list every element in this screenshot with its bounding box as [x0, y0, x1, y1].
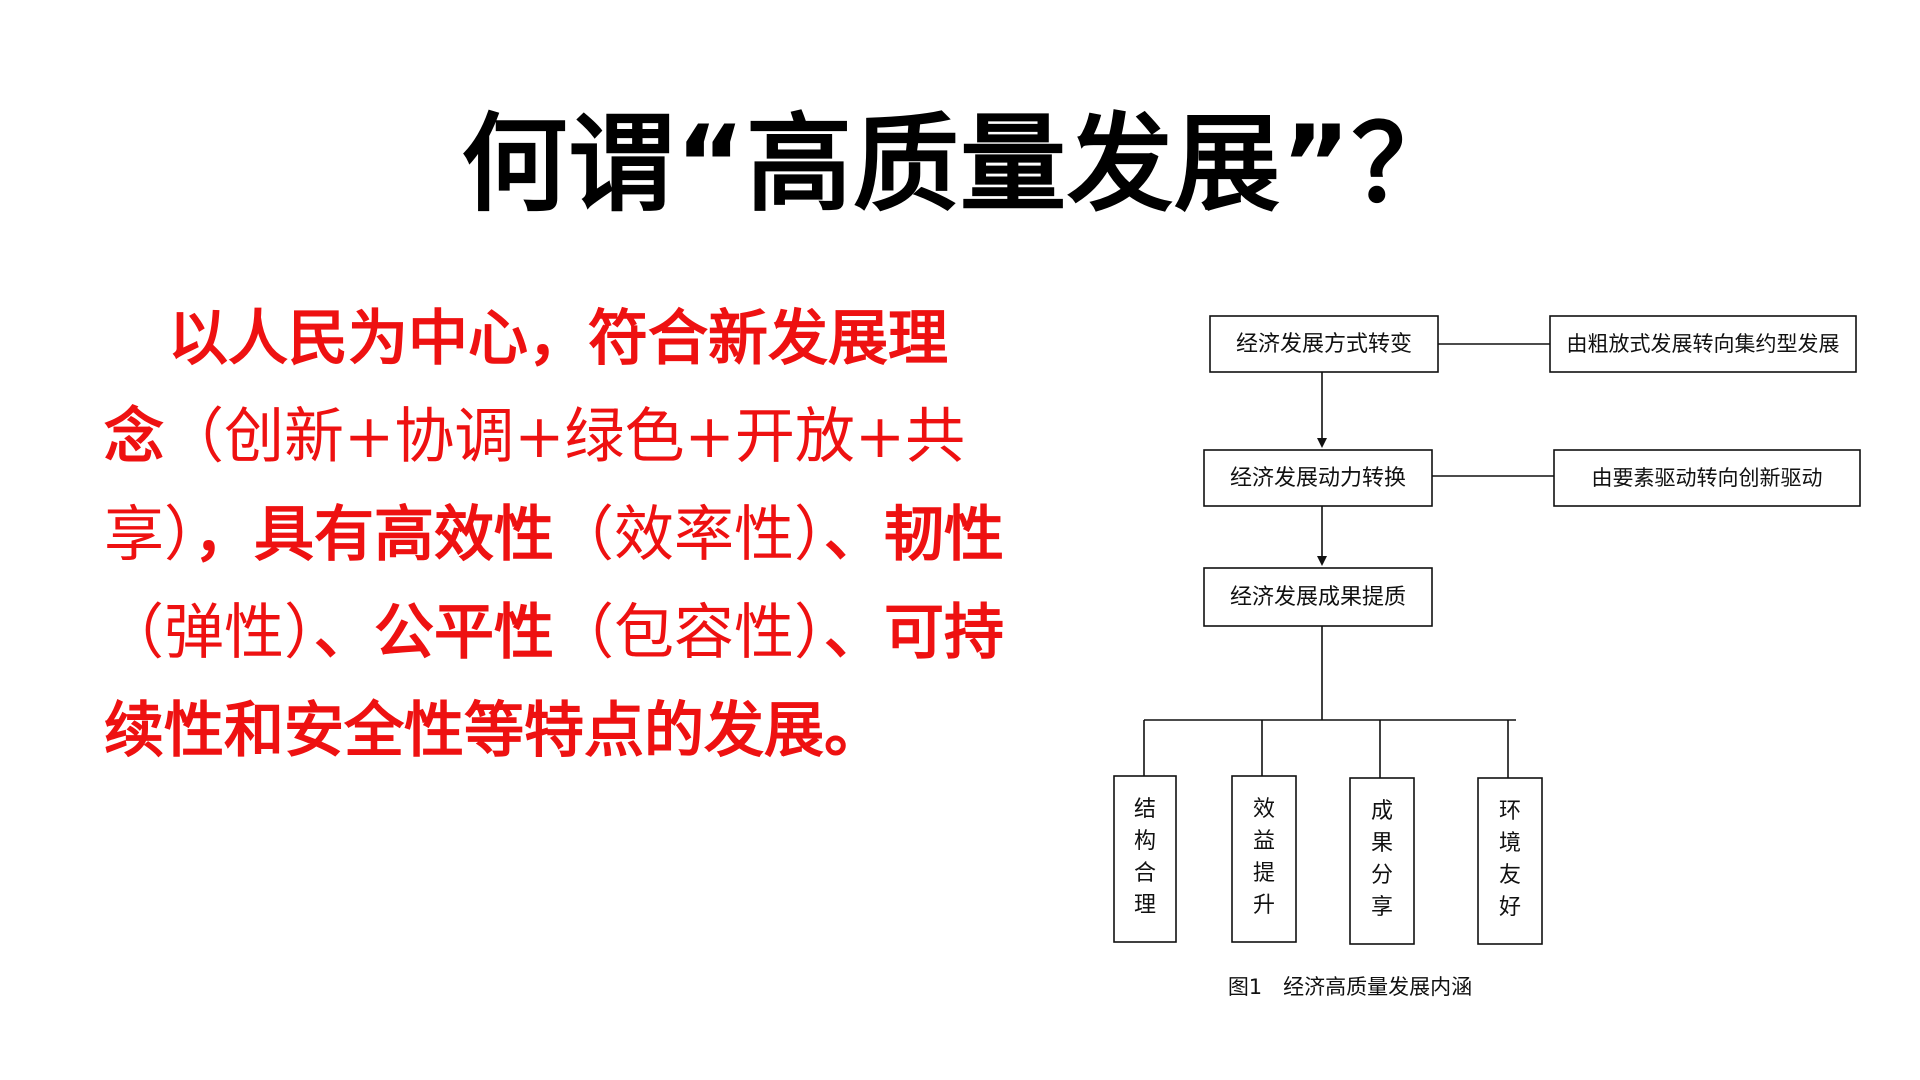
body-segment: （弹性） — [104, 598, 314, 668]
bottom-box-char: 好 — [1499, 895, 1521, 920]
body-segment: 以人民为中心，符合新发展理念 — [104, 304, 948, 472]
slide-title: 何谓“高质量发展”？ — [461, 103, 1459, 226]
bottom-box-char: 成 — [1371, 799, 1393, 824]
bottom-box: 环 境 友 好 — [1477, 777, 1543, 945]
body-segment: （效率性） — [554, 500, 824, 570]
bottom-box-char: 境 — [1499, 831, 1521, 856]
diagram-caption: 图1 经济高质量发展内涵 — [1228, 975, 1472, 999]
bottom-box-char: 合 — [1134, 861, 1156, 886]
bottom-box: 成 果 分 享 — [1349, 777, 1415, 945]
bottom-box-char: 结 — [1134, 797, 1156, 822]
body-text: 以人民为中心，符合新发展理念（创新+协调+绿色+开放+共享），具有高效性（效率性… — [104, 290, 1004, 780]
bottom-box: 结 构 合 理 — [1113, 775, 1177, 943]
bottom-box-char: 分 — [1371, 863, 1393, 888]
main-box-label: 经济发展方式转变 — [1236, 332, 1412, 357]
body-segment: 、可持续性和安全性等特点的发展。 — [104, 598, 1004, 766]
bottom-box-char: 享 — [1371, 895, 1393, 920]
main-box-label: 经济发展成果提质 — [1230, 585, 1406, 610]
body-segment: （创新+协调+绿色+开放+共享） — [104, 402, 966, 570]
main-box: 经济发展方式转变 — [1209, 315, 1439, 373]
bottom-box: 效 益 提 升 — [1231, 775, 1297, 943]
bottom-box-char: 提 — [1253, 861, 1275, 886]
main-box: 经济发展成果提质 — [1203, 567, 1433, 627]
bottom-box-char: 益 — [1253, 829, 1275, 854]
side-box: 由要素驱动转向创新驱动 — [1553, 449, 1861, 507]
flow-diagram: 经济发展方式转变 经济发展动力转换 经济发展成果提质 由粗放式发展转向集约型发展… — [1113, 315, 1861, 999]
bottom-box-char: 果 — [1371, 831, 1393, 856]
bottom-box-char: 构 — [1134, 829, 1156, 854]
body-segment: 、韧性 — [824, 500, 1004, 570]
side-box-label: 由粗放式发展转向集约型发展 — [1567, 332, 1840, 356]
bottom-box-char: 友 — [1499, 863, 1521, 888]
bottom-box-char: 理 — [1134, 893, 1156, 918]
main-box-label: 经济发展动力转换 — [1230, 466, 1406, 491]
side-box-label: 由要素驱动转向创新驱动 — [1592, 466, 1823, 490]
bottom-box-char: 环 — [1499, 799, 1521, 824]
body-segment: （包容性） — [554, 598, 824, 668]
body-segment: ，具有高效性 — [194, 500, 554, 570]
side-box: 由粗放式发展转向集约型发展 — [1549, 315, 1857, 373]
main-box: 经济发展动力转换 — [1203, 449, 1433, 507]
bottom-box-char: 升 — [1253, 893, 1275, 918]
bottom-box-char: 效 — [1253, 797, 1275, 822]
body-segment: 、公平性 — [314, 598, 554, 668]
connectors — [1143, 343, 1554, 778]
